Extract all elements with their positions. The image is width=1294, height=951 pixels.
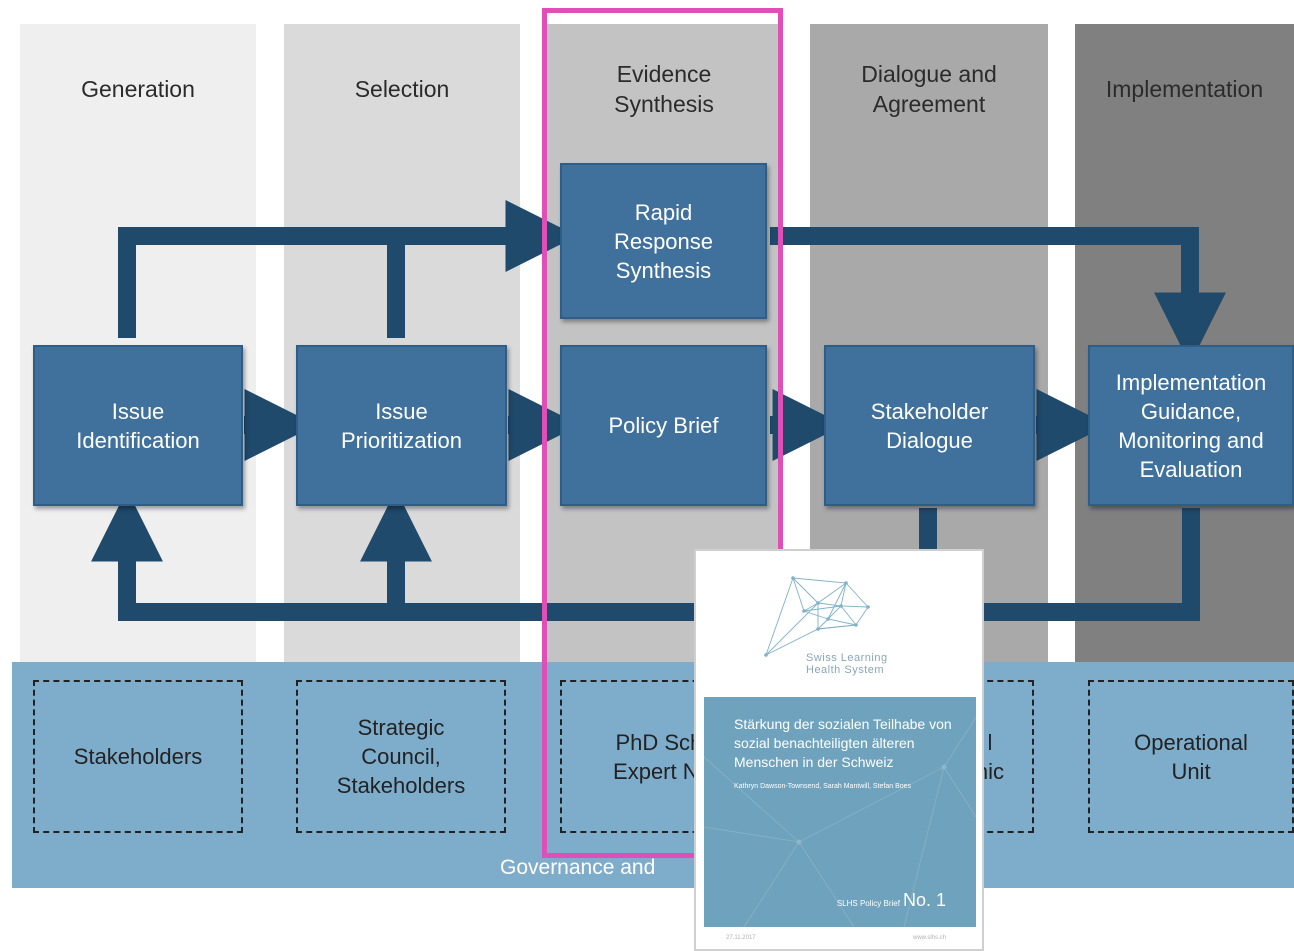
arrow-to-rapid-response xyxy=(118,200,578,338)
brief-panel-network-icon xyxy=(704,716,976,927)
actor-box-operational-unit: Operational Unit xyxy=(1088,680,1294,833)
column-title-evidence-synthesis: Evidence Synthesis xyxy=(614,61,714,117)
brief-series-label: SLHS Policy Brief xyxy=(836,899,900,908)
highlight-frame xyxy=(542,8,783,858)
actor-box-stakeholders: Stakeholders xyxy=(33,680,243,833)
box-policy-brief: Policy Brief xyxy=(560,345,767,506)
box-issue-prioritization: Issue Prioritization xyxy=(296,345,507,506)
arrow-rapid-to-implementation xyxy=(770,227,1226,365)
governance-band xyxy=(12,662,1294,888)
governance-band-label: Governance and xyxy=(500,856,656,879)
brief-title: Stärkung der sozialen Teilhabe von sozia… xyxy=(734,716,952,770)
box-implementation-guidance: Implementation Guidance, Monitoring and … xyxy=(1088,345,1294,506)
actor-box-strategic-council: Strategic Council, Stakeholders xyxy=(296,680,506,833)
brief-authors: Kathryn Dawson-Townsend, Sarah Mantwill,… xyxy=(734,783,912,790)
network-logo-icon xyxy=(764,576,870,657)
brief-cover-panel: Stärkung der sozialen Teilhabe von sozia… xyxy=(704,697,976,927)
column-title-dialogue-agreement: Dialogue and Agreement xyxy=(861,61,997,117)
box-rapid-response-synthesis: Rapid Response Synthesis xyxy=(560,163,767,319)
brief-org-name: Swiss Learning Health System xyxy=(806,652,888,676)
box-stakeholder-dialogue: Stakeholder Dialogue xyxy=(824,345,1035,506)
column-title-generation: Generation xyxy=(81,76,195,102)
box-issue-identification: Issue Identification xyxy=(33,345,243,506)
brief-series: SLHS Policy Brief No. 1 xyxy=(837,890,946,914)
arrow-feedback-loop xyxy=(91,489,1200,621)
brief-website: www.slhs.ch xyxy=(912,935,946,941)
column-title-implementation: Implementation xyxy=(1105,76,1264,102)
column-title-selection: Selection xyxy=(354,76,450,102)
policy-brief-thumbnail[interactable]: Swiss Learning Health System Stärkung de… xyxy=(694,549,984,951)
brief-series-number: No. 1 xyxy=(902,890,946,910)
brief-date: 27.11.2017 xyxy=(726,935,756,941)
